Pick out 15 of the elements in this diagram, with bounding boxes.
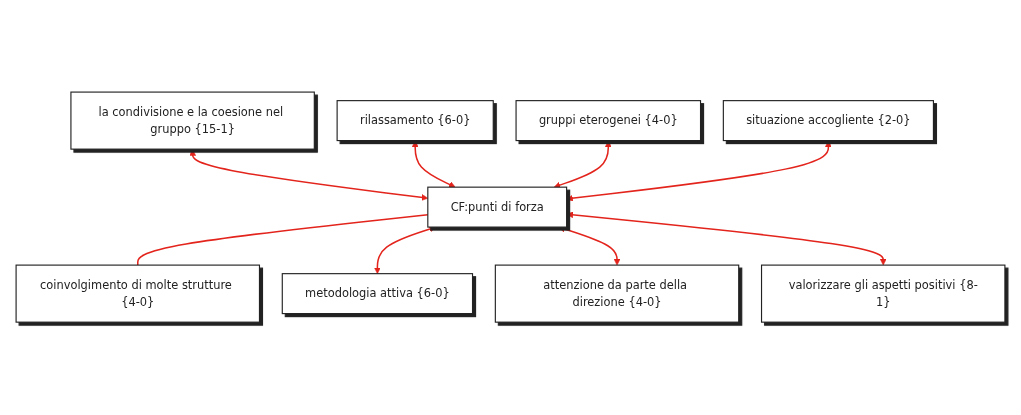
node-box: coinvolgimento di molte strutture {4-0} <box>15 264 261 324</box>
node-box: CF:punti di forza <box>427 186 568 229</box>
arrow <box>374 226 436 275</box>
node-box: valorizzare gli aspetti positivi {8-1} <box>760 264 1006 324</box>
node-box: attenzione da parte della direzione {4-0} <box>494 264 740 324</box>
node-box: situazione accogliente {2-0} <box>722 100 934 142</box>
arrow <box>553 140 612 189</box>
node-box: rilassamento {6-0} <box>336 100 494 142</box>
node-box: la condivisione e la coesione nel gruppo {15-1} <box>70 91 315 151</box>
arrow <box>566 140 832 202</box>
arrow <box>411 140 456 188</box>
arrow <box>558 226 621 266</box>
node-box: gruppi eterogenei {4-0} <box>515 100 702 142</box>
arrow <box>566 211 887 266</box>
node-box: metodologia attiva {6-0} <box>281 273 474 315</box>
